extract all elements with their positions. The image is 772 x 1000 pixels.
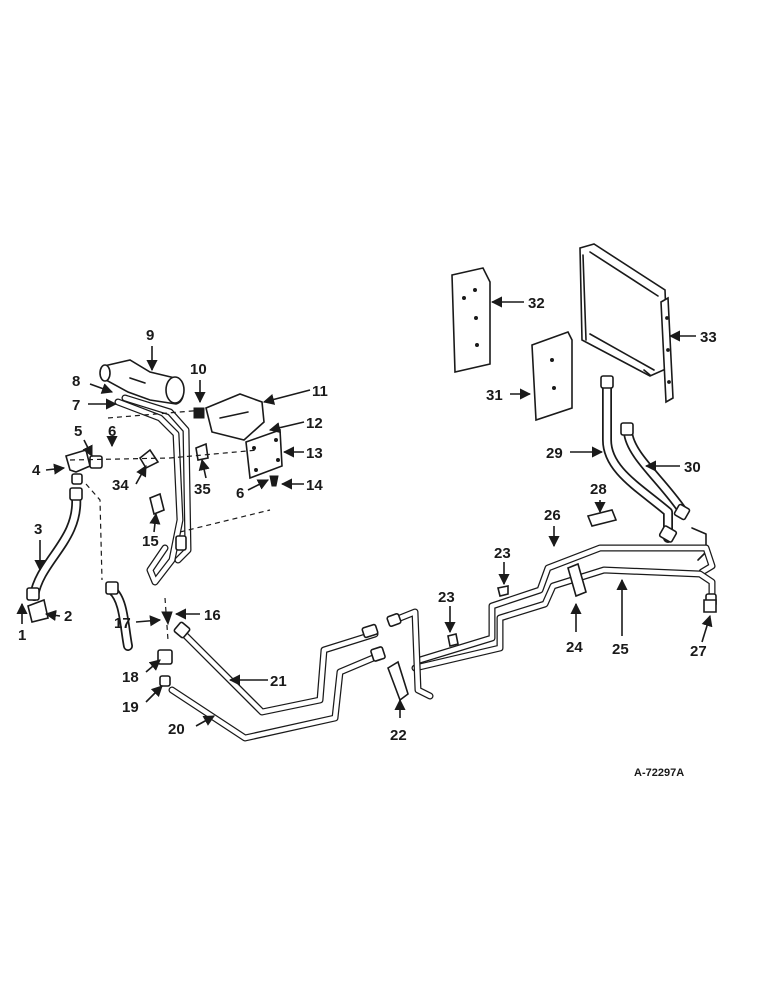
bracket-33 (660, 296, 674, 404)
callout-32: 32 (528, 295, 545, 312)
callout-33: 33 (700, 329, 717, 346)
callout-19: 19 (122, 699, 139, 716)
callout-16: 16 (204, 607, 221, 624)
callout-23a: 23 (438, 589, 455, 606)
callout-5: 5 (74, 423, 82, 440)
callout-35: 35 (194, 481, 211, 498)
callout-12: 12 (306, 415, 323, 432)
callout-21: 21 (270, 673, 287, 690)
callout-4: 4 (32, 462, 41, 479)
fittings-16-19 (157, 611, 173, 687)
callout-labels: 1 2 3 4 5 6 7 8 9 10 11 12 13 6 14 15 34… (18, 295, 717, 744)
clips-22-24 (387, 509, 717, 702)
panel-31 (531, 331, 573, 422)
fitting-4-5 (65, 448, 103, 485)
callout-34: 34 (112, 477, 129, 494)
callout-10: 10 (190, 361, 207, 378)
drawing-code: A-72297A (634, 767, 684, 779)
plate-13 (245, 428, 283, 480)
callout-24: 24 (566, 639, 583, 656)
centerline-b (107, 409, 205, 419)
hose-17 (105, 581, 133, 651)
callout-17: 17 (114, 615, 131, 632)
callout-25: 25 (612, 641, 629, 658)
callout-9: 9 (146, 327, 154, 344)
callout-30: 30 (684, 459, 701, 476)
callout-26: 26 (544, 507, 561, 524)
radiator-core (579, 243, 669, 377)
cylinder-9 (99, 359, 185, 405)
fitting-14 (269, 475, 279, 487)
callout-1: 1 (18, 627, 26, 644)
callout-6b: 6 (236, 485, 244, 502)
leader-lines (16, 296, 713, 727)
callout-28: 28 (590, 481, 607, 498)
clip-15 (149, 492, 165, 516)
valve-11 (193, 393, 265, 441)
hose-29 (600, 375, 678, 543)
callout-31: 31 (486, 387, 503, 404)
callout-18: 18 (122, 669, 139, 686)
callout-15: 15 (142, 533, 159, 550)
callout-23b: 23 (494, 545, 511, 562)
clip-35 (195, 442, 209, 461)
callout-8: 8 (72, 373, 80, 390)
callout-6a: 6 (108, 423, 116, 440)
panel-32 (451, 267, 491, 373)
tube-20 (168, 646, 386, 742)
callout-2: 2 (64, 608, 72, 625)
callout-22: 22 (390, 727, 407, 744)
callout-20: 20 (168, 721, 185, 738)
callout-7: 7 (72, 397, 80, 414)
hose-3 (26, 487, 83, 601)
centerline-d (179, 509, 271, 533)
tube-26 (416, 544, 716, 664)
tee-2 (27, 598, 49, 623)
callout-11: 11 (312, 383, 328, 400)
callout-3: 3 (34, 521, 42, 538)
callout-13: 13 (306, 445, 323, 462)
centerline-a (69, 449, 259, 461)
centerline-e (164, 597, 169, 641)
tube-25 (386, 566, 717, 700)
tube-7 (114, 394, 192, 586)
callout-27: 27 (690, 643, 707, 660)
callout-29: 29 (546, 445, 563, 462)
clip-34 (138, 448, 160, 470)
centerline-c (85, 483, 103, 581)
callout-14: 14 (306, 477, 323, 494)
